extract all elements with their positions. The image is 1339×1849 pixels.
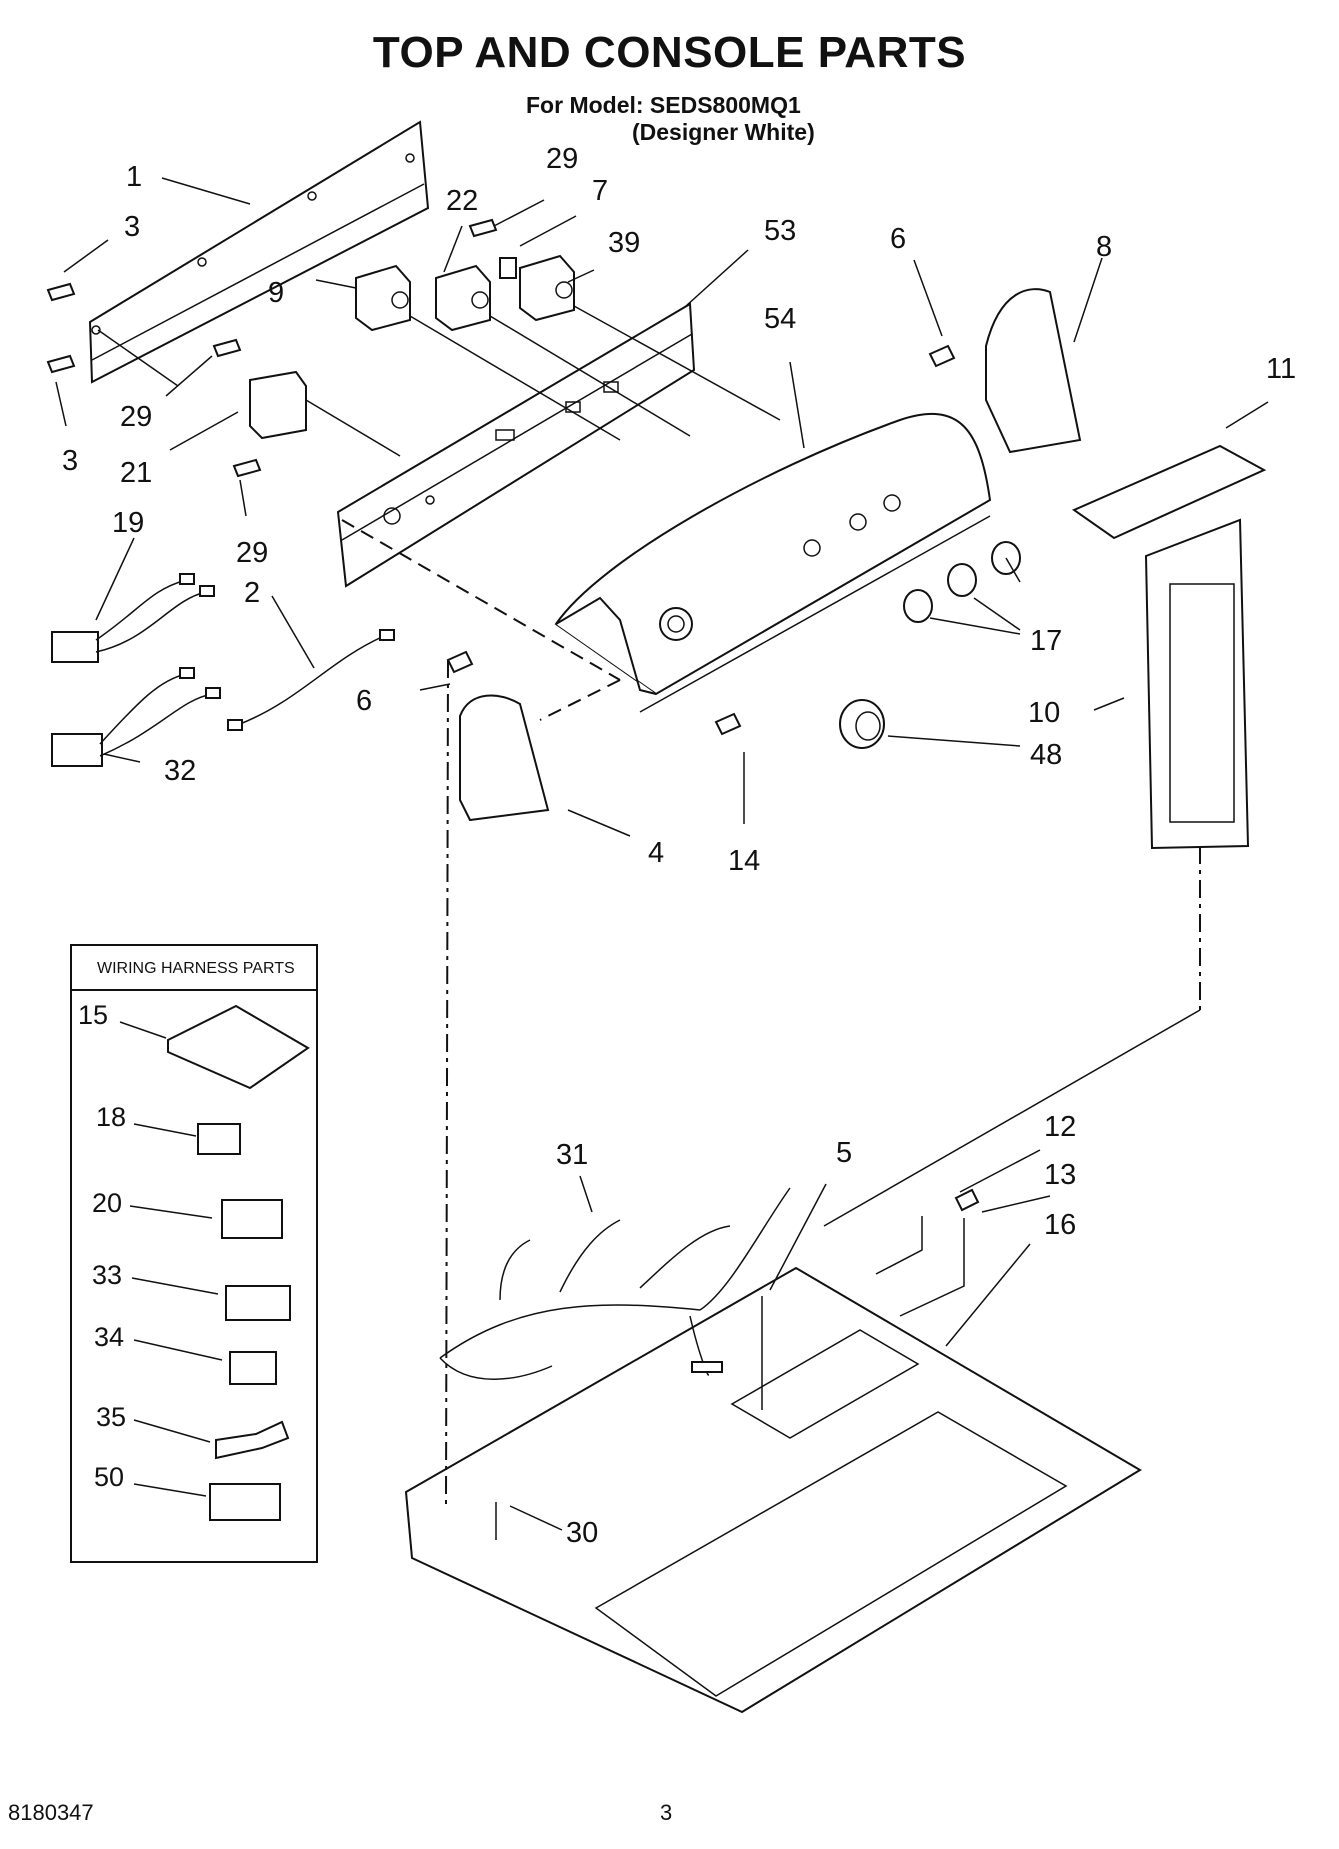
callout-4: 4 <box>648 837 664 869</box>
callout-30: 30 <box>566 1517 598 1549</box>
callout-53: 53 <box>764 215 796 247</box>
callout-2: 2 <box>244 577 260 609</box>
callout-5: 5 <box>836 1137 852 1169</box>
callout-6b: 6 <box>356 685 372 717</box>
callout-labels: 1 3 3 29 21 29 29 7 22 39 9 53 54 6 8 11… <box>62 143 1296 1549</box>
callout-8: 8 <box>1096 231 1112 263</box>
lint-filter-parts <box>1071 444 1267 850</box>
harness-connector-icon <box>167 1004 310 1521</box>
callout-10: 10 <box>1028 697 1060 729</box>
harness-item-50: 50 <box>94 1462 124 1492</box>
callout-3b: 3 <box>62 445 78 477</box>
callout-16: 16 <box>1044 1209 1076 1241</box>
callout-14: 14 <box>728 845 760 877</box>
callout-3a: 3 <box>124 211 140 243</box>
callout-31: 31 <box>556 1139 588 1171</box>
wire-connector-icon <box>51 573 395 767</box>
callout-arrows <box>55 177 1269 1531</box>
model-label: For Model: SEDS800MQ1 <box>526 92 801 118</box>
harness-item-20: 20 <box>92 1188 122 1218</box>
control-switch-icon <box>249 254 575 440</box>
knob-icon <box>839 541 1021 749</box>
harness-item-34: 34 <box>94 1322 124 1352</box>
callout-22: 22 <box>446 185 478 217</box>
wiring-harness-parts-box: WIRING HARNESS PARTS 15 18 20 33 34 35 5… <box>70 944 318 1563</box>
document-number: 8180347 <box>8 1800 94 1825</box>
callout-9: 9 <box>268 277 284 309</box>
callout-19: 19 <box>112 507 144 539</box>
rear-console-panel <box>88 120 430 384</box>
callout-1: 1 <box>126 161 142 193</box>
callout-39: 39 <box>608 227 640 259</box>
callout-13: 13 <box>1044 1159 1076 1191</box>
callout-12: 12 <box>1044 1111 1076 1143</box>
top-panel <box>404 1266 1142 1714</box>
page-title: TOP AND CONSOLE PARTS <box>372 28 967 77</box>
console-mounting-bracket <box>336 302 696 588</box>
assembly-leader-lines <box>97 305 781 457</box>
page-number: 3 <box>660 1800 673 1825</box>
dash-leader-lines <box>341 519 1201 1540</box>
callout-54: 54 <box>764 303 796 335</box>
console-body <box>554 412 992 713</box>
console-end-cap <box>459 288 1082 822</box>
harness-box-title: WIRING HARNESS PARTS <box>97 960 295 977</box>
harness-item-33: 33 <box>92 1260 122 1290</box>
callout-29c: 29 <box>546 143 578 175</box>
harness-item-15: 15 <box>78 1000 108 1030</box>
callout-29a: 29 <box>120 401 152 433</box>
model-variant: (Designer White) <box>632 119 815 145</box>
callout-29b: 29 <box>236 537 268 569</box>
callout-11: 11 <box>1266 353 1296 385</box>
callout-48: 48 <box>1030 739 1062 771</box>
callout-21: 21 <box>120 457 152 489</box>
harness-item-35: 35 <box>96 1402 126 1432</box>
wire-harness <box>439 1187 791 1380</box>
callout-6a: 6 <box>890 223 906 255</box>
callout-7: 7 <box>592 175 608 207</box>
callout-32: 32 <box>164 755 196 787</box>
harness-item-18: 18 <box>96 1102 126 1132</box>
callout-17: 17 <box>1030 625 1062 657</box>
